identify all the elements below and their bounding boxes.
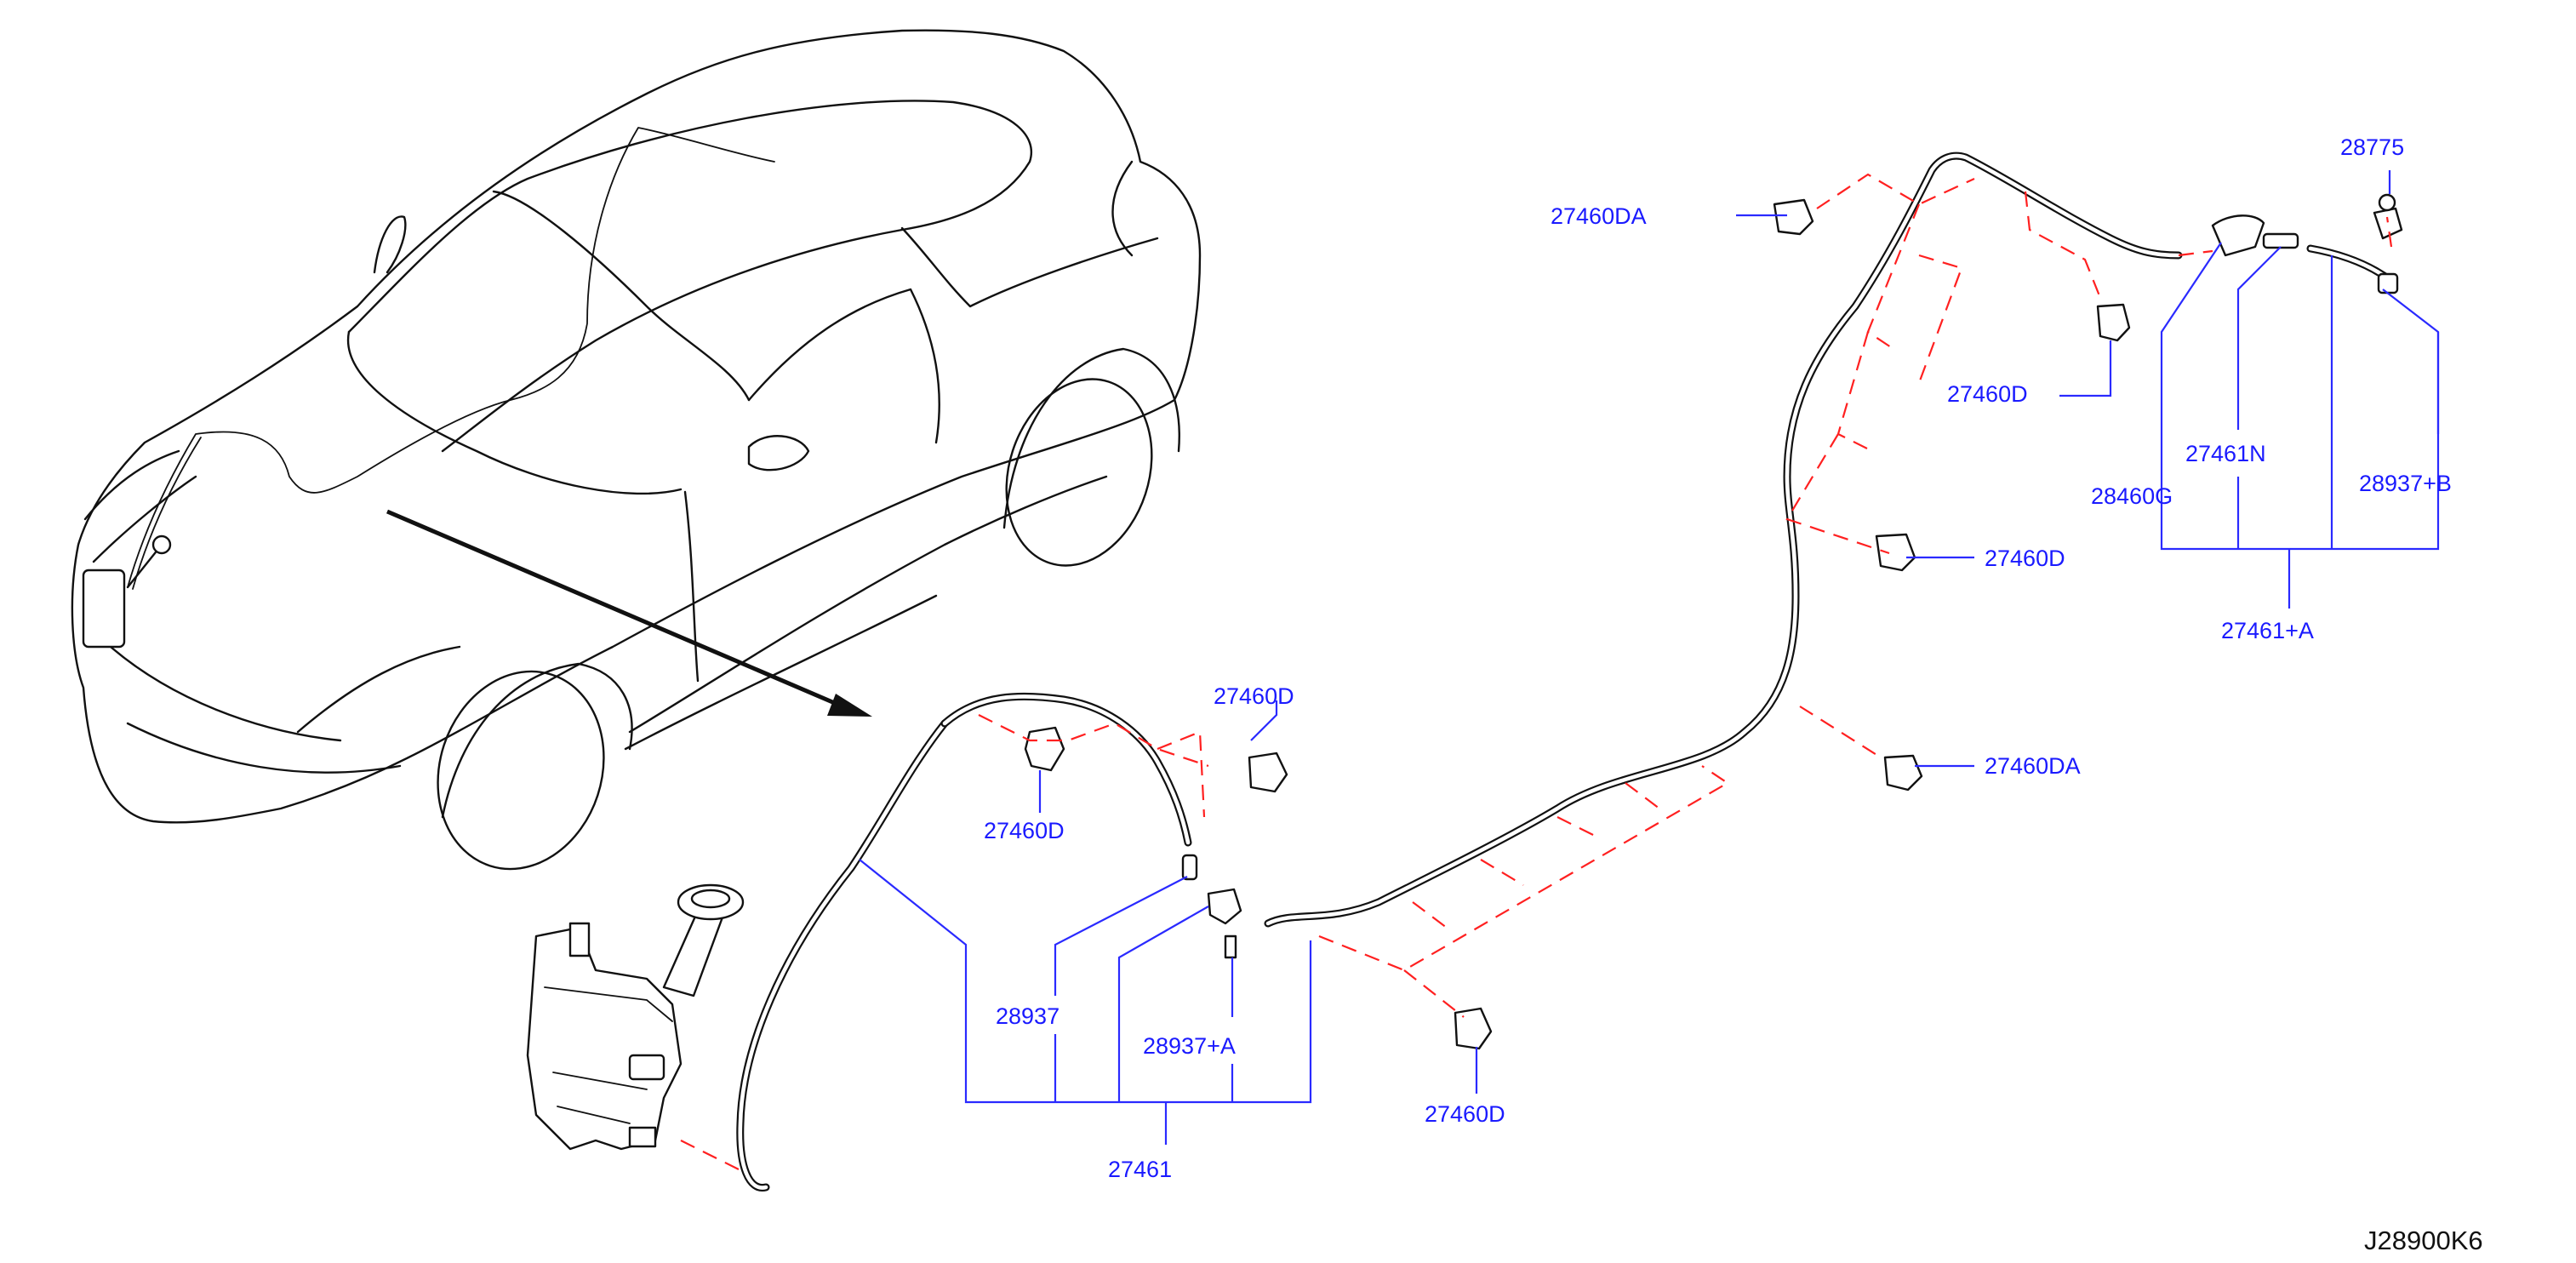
label-28937-A: 28937+A: [1143, 1033, 1236, 1059]
label-27460D-left-top: 27460D: [1214, 683, 1294, 709]
label-28937-B: 28937+B: [2359, 471, 2452, 496]
label-28775: 28775: [2340, 134, 2404, 160]
dashed-relation-lines: [680, 173, 2393, 1171]
label-27460D-mid: 27460D: [1985, 546, 2065, 571]
label-27460D-bottom: 27460D: [1425, 1101, 1505, 1127]
label-28937: 28937: [996, 1003, 1060, 1029]
label-28460G: 28460G: [2091, 483, 2173, 509]
label-27460D-upper: 27460D: [1947, 381, 2028, 407]
diagram-code: J28900K6: [2364, 1226, 2483, 1255]
direction-arrow: [386, 509, 872, 717]
tube-routing: [736, 151, 2396, 1192]
label-27461N: 27461N: [2185, 441, 2266, 466]
car-illustration: [71, 29, 1202, 871]
label-27460DA-top: 27460DA: [1551, 203, 1647, 229]
label-27461: 27461: [1108, 1157, 1172, 1182]
washer-tank: [526, 883, 745, 1151]
label-27460DA-mid: 27460DA: [1985, 753, 2081, 779]
leader-lines: [859, 170, 2440, 1145]
label-27461-A: 27461+A: [2221, 618, 2314, 643]
connector-parts: [1024, 193, 2403, 1050]
part-number-labels: 27460DA 27460D 27460D 27460DA 27460D 274…: [984, 134, 2483, 1255]
label-27460D-left: 27460D: [984, 818, 1065, 843]
